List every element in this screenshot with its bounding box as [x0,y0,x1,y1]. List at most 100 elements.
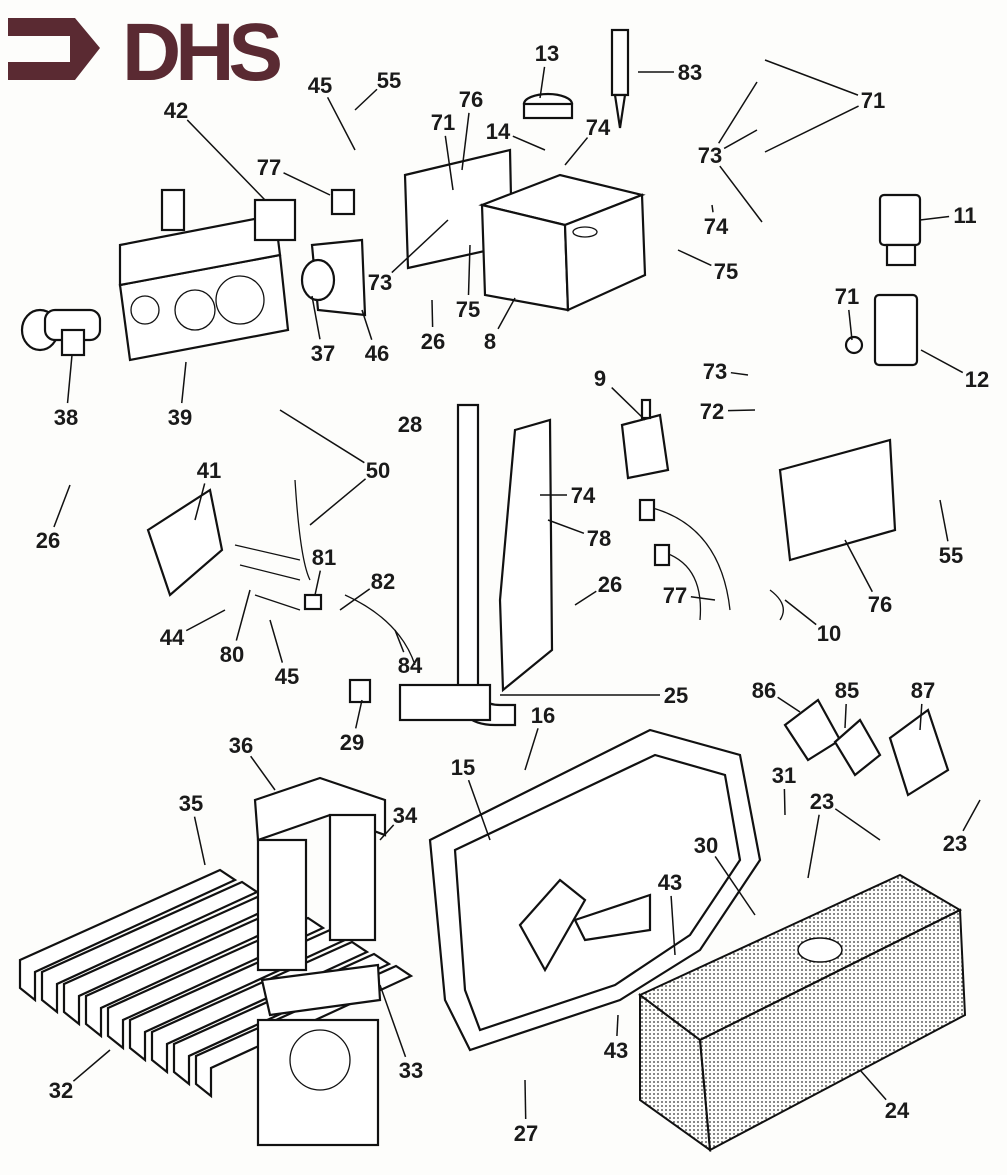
callout-81: 81 [312,545,336,570]
callout-37: 37 [311,341,335,366]
leader-line-11 [919,215,950,221]
leader-line-71 [848,309,853,341]
leader-line-37 [311,295,321,340]
callout-39: 39 [168,405,192,430]
leader-line-13 [539,66,546,99]
callout-16: 16 [531,703,555,728]
leader-line-86 [777,696,801,713]
leader-line-71 [764,105,859,153]
callout-55: 55 [377,68,401,93]
callout-86: 86 [752,678,776,703]
callout-43: 43 [604,1038,628,1063]
leader-line-77 [283,172,331,196]
callout-33: 33 [399,1058,423,1083]
callout-23: 23 [943,831,967,856]
burner-bar [40,880,260,1015]
leader-line-12 [920,349,964,374]
leader-line-73 [719,165,763,223]
leader-line-23 [834,808,881,841]
callout-26: 26 [36,528,60,553]
callout-38: 38 [54,405,78,430]
combustion-chamber [428,728,762,1052]
leader-line-10 [784,599,817,626]
cover-plate-76b [778,438,897,562]
leader-line-77 [690,595,716,601]
burner-bar [18,868,238,1003]
leader-line-76 [844,539,873,593]
leader-line-9 [611,387,646,421]
callout-42: 42 [164,98,188,123]
callout-26: 26 [598,572,622,597]
callout-71: 71 [835,284,859,309]
leader-line-31 [783,788,786,816]
callout-35: 35 [179,791,203,816]
leader-line-45 [326,96,356,151]
callout-26: 26 [421,329,445,354]
leader-line-8 [497,297,516,330]
leader-line-85 [844,703,847,729]
piezo-igniter [610,28,630,129]
callout-28: 28 [398,412,422,437]
callout-30: 30 [694,833,718,858]
burner-bracket-41 [146,488,224,597]
leader-line-71 [444,135,454,191]
callout-74: 74 [586,115,611,140]
callout-34: 34 [393,803,418,828]
leader-line-55 [939,499,949,542]
leader-line-26 [53,484,71,528]
leader-line-27 [524,1079,527,1120]
callout-73: 73 [698,143,722,168]
callout-45: 45 [275,664,299,689]
callout-13: 13 [535,41,559,66]
connector-77 [330,188,356,216]
heat-shield-24 [638,873,967,1153]
leader-line-44 [185,609,226,632]
leader-line-50 [309,478,367,526]
leader-line-32 [72,1049,111,1082]
callout-15: 15 [451,755,475,780]
leader-line-73 [723,129,758,150]
leader-line-78 [547,519,585,535]
callout-45: 45 [308,73,332,98]
elbow-fitting [20,308,102,357]
callout-77: 77 [257,155,281,180]
callout-85: 85 [835,678,859,703]
leader-line-39 [180,361,187,404]
leader-line-16 [524,728,539,771]
leader-line-43 [670,895,676,956]
leader-line-34 [379,824,395,841]
leader-line-45 [269,619,284,663]
pilot-assembly [234,479,416,704]
callout-55: 55 [939,543,963,568]
callout-41: 41 [197,458,221,483]
leader-line-80 [235,589,251,641]
callout-9: 9 [594,366,606,391]
callout-24: 24 [885,1098,910,1123]
pushbutton-knob [522,92,574,120]
control-box [478,173,647,312]
callout-10: 10 [817,621,841,646]
callout-23: 23 [810,789,834,814]
leader-line-50 [279,409,365,464]
callout-76: 76 [868,592,892,617]
callout-87: 87 [911,678,935,703]
callout-25: 25 [664,683,688,708]
leader-line-30 [714,856,756,916]
flue-tube-25 [398,403,517,727]
callout-8: 8 [484,329,496,354]
leader-line-38 [66,354,73,404]
leader-line-76 [461,112,470,171]
callout-77: 77 [663,583,687,608]
leader-line-75 [467,244,471,296]
relay-11 [878,193,922,267]
callout-76: 76 [459,87,483,112]
leader-line-73 [718,81,758,144]
callout-12: 12 [965,367,989,392]
callout-75: 75 [456,297,480,322]
callout-31: 31 [772,763,796,788]
leader-line-81 [314,570,322,596]
callout-32: 32 [49,1078,73,1103]
callout-75: 75 [714,259,738,284]
leader-line-43 [616,1014,619,1037]
leader-line-26 [574,590,597,606]
